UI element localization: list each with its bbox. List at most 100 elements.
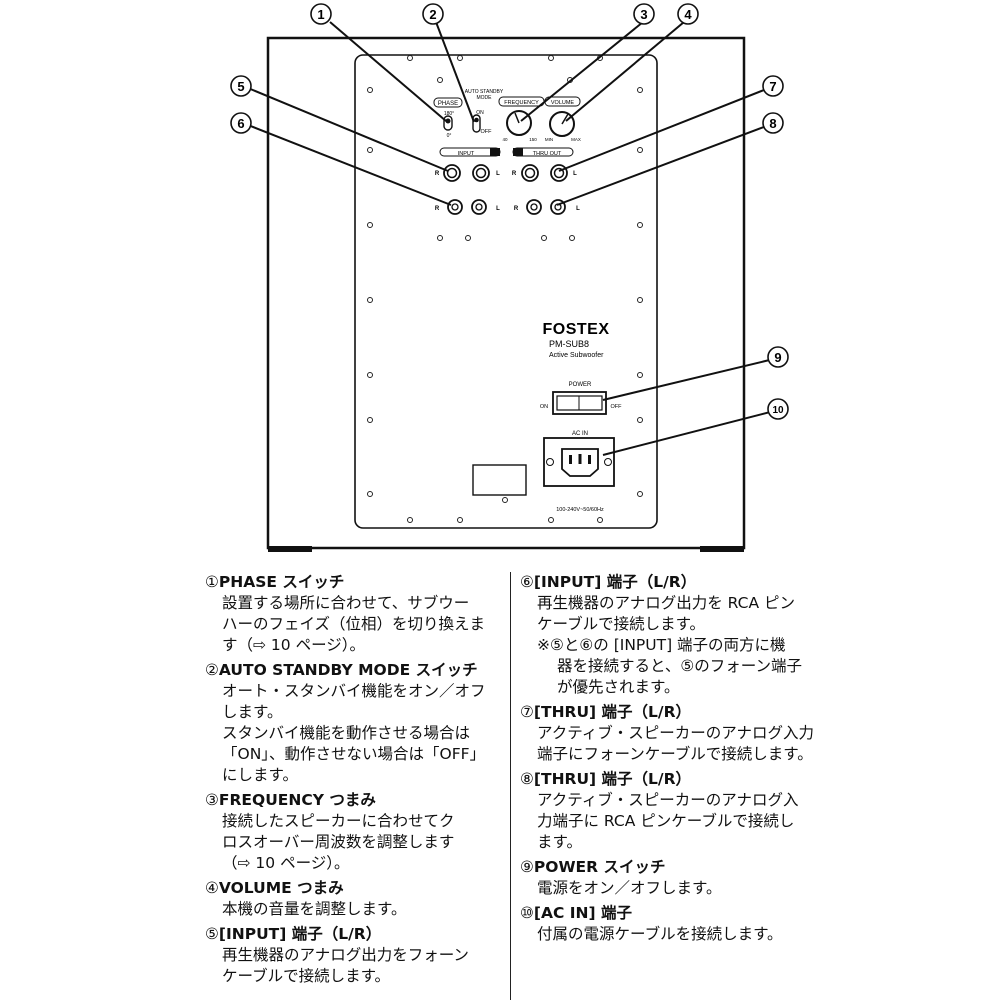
callout-1-number: 1 bbox=[317, 7, 324, 22]
description-item: ⑧[THRU] 端子（L/R）アクティブ・スピーカーのアナログ入力端子に RCA… bbox=[520, 769, 820, 853]
description-item-title: ⑧[THRU] 端子（L/R） bbox=[520, 769, 820, 790]
screw-hole bbox=[457, 55, 463, 61]
item-type: つまみ bbox=[291, 879, 344, 897]
auto-standby-mode-label: MODE bbox=[477, 95, 493, 101]
volume-label: VOLUME bbox=[551, 100, 575, 106]
description-item: ⑩[AC IN] 端子付属の電源ケーブルを接続します。 bbox=[520, 903, 820, 945]
description-note: 器を接続すると、⑤のフォーン端子 bbox=[557, 657, 803, 675]
description-note: が優先されます。 bbox=[557, 678, 680, 696]
item-number: ⑥ bbox=[520, 573, 534, 591]
description-item: ③FREQUENCY つまみ接続したスピーカーに合わせてクロスオーバー周波数を調… bbox=[205, 790, 500, 874]
description-text: アクティブ・スピーカーのアナログ入 bbox=[537, 791, 799, 809]
screw-hole bbox=[637, 297, 643, 303]
description-text: 電源をオン／オフします。 bbox=[537, 879, 722, 897]
cabinet-foot-right bbox=[700, 546, 744, 552]
model-subtitle: Active Subwoofer bbox=[549, 352, 604, 359]
ac-inlet-pin-center bbox=[578, 454, 582, 464]
ac-inlet-screw-left bbox=[546, 458, 554, 466]
frequency-knob-pointer bbox=[514, 112, 520, 124]
input-rca-r-jack-hole bbox=[451, 203, 459, 211]
item-type: 端子（L/R） bbox=[596, 770, 692, 788]
item-name: [INPUT] bbox=[533, 573, 602, 591]
volume-max-label: MAX bbox=[571, 137, 581, 142]
thru-out-label: THRU OUT bbox=[533, 151, 562, 157]
item-name: AUTO STANDBY MODE bbox=[218, 661, 411, 679]
description-text: ます。 bbox=[537, 833, 582, 851]
item-type: スイッチ bbox=[410, 661, 478, 679]
frequency-min-label: 40 bbox=[502, 137, 508, 142]
ac-inlet-screw-right bbox=[604, 458, 612, 466]
power-label: POWER bbox=[569, 382, 592, 388]
description-item-title: ③FREQUENCY つまみ bbox=[205, 790, 500, 811]
item-name: [INPUT] bbox=[218, 925, 287, 943]
item-name: [AC IN] bbox=[533, 904, 596, 922]
screw-hole bbox=[502, 497, 508, 503]
input-rca-l-jack-hole bbox=[475, 203, 483, 211]
item-name: FREQUENCY bbox=[218, 791, 324, 809]
volume-min-label: MIN bbox=[545, 137, 553, 142]
description-item: ②AUTO STANDBY MODE スイッチオート・スタンバイ機能をオン／オフ… bbox=[205, 660, 500, 786]
callout-5-circle bbox=[230, 75, 252, 97]
item-name: PHASE bbox=[218, 573, 277, 591]
callout-3-circle bbox=[633, 3, 655, 25]
screw-holes bbox=[367, 55, 643, 523]
label-sticker bbox=[472, 464, 527, 496]
screw-hole bbox=[465, 235, 471, 241]
item-name: POWER bbox=[533, 858, 599, 876]
screw-hole bbox=[407, 517, 413, 523]
callout-markers: 1 2 3 4 5 6 7 8 9 10 bbox=[230, 3, 789, 420]
description-item: ⑦[THRU] 端子（L/R）アクティブ・スピーカーのアナログ入力端子にフォーン… bbox=[520, 702, 820, 765]
screw-hole bbox=[367, 222, 373, 228]
item-name: VOLUME bbox=[218, 879, 292, 897]
brand-logo: FOSTEX bbox=[542, 321, 609, 338]
item-type: 端子（L/R） bbox=[601, 573, 697, 591]
callout-7-number: 7 bbox=[769, 79, 776, 94]
input-label: INPUT bbox=[458, 151, 475, 157]
callout-6-number: 6 bbox=[237, 116, 244, 131]
description-text: スタンバイ機能を動作させる場合は bbox=[222, 724, 471, 742]
screw-hole bbox=[548, 517, 554, 523]
description-item-title: ⑨POWER スイッチ bbox=[520, 857, 820, 878]
callout-9-circle bbox=[767, 346, 789, 368]
power-off-label: OFF bbox=[611, 404, 623, 410]
phase-switch-lever bbox=[445, 118, 451, 124]
item-name: [THRU] bbox=[533, 703, 597, 721]
screw-hole bbox=[437, 77, 443, 83]
item-number: ② bbox=[205, 661, 219, 679]
description-text: 再生機器のアナログ出力をフォーン bbox=[222, 946, 469, 964]
callout-7-circle bbox=[762, 75, 784, 97]
callout-6-circle bbox=[230, 112, 252, 134]
item-number: ⑨ bbox=[520, 858, 534, 876]
item-type: 端子 bbox=[595, 904, 632, 922]
model-name: PM-SUB8 bbox=[549, 339, 589, 349]
callout-2-circle bbox=[422, 3, 444, 25]
auto-standby-on-label: ON bbox=[476, 110, 484, 116]
thru-phone-r-jack-hole bbox=[524, 167, 536, 179]
callout-5-number: 5 bbox=[237, 79, 244, 94]
item-number: ⑦ bbox=[520, 703, 534, 721]
description-column-right: ⑥[INPUT] 端子（L/R）再生機器のアナログ出力を RCA ピンケーブルで… bbox=[520, 572, 820, 949]
callout-10-circle bbox=[767, 398, 789, 420]
description-item-title: ⑤[INPUT] 端子（L/R） bbox=[205, 924, 500, 945]
callout-9-number: 9 bbox=[774, 350, 781, 365]
description-text: 力端子に RCA ピンケーブルで接続し bbox=[537, 812, 795, 830]
screw-hole bbox=[407, 55, 413, 61]
item-number: ⑤ bbox=[205, 925, 219, 943]
thru-rca-r-jack-hole bbox=[530, 203, 538, 211]
description-text: ケーブルで接続します。 bbox=[537, 615, 706, 633]
item-type: 端子（L/R） bbox=[596, 703, 692, 721]
ac-inlet-pin-left bbox=[569, 455, 572, 464]
description-text: にします。 bbox=[222, 766, 298, 784]
auto-standby-switch[interactable] bbox=[472, 114, 481, 133]
description-text: アクティブ・スピーカーのアナログ入力 bbox=[537, 724, 814, 742]
callout-2-number: 2 bbox=[429, 7, 436, 22]
description-text: 「ON」、動作させない場合は「OFF」 bbox=[222, 745, 486, 763]
description-text: ロスオーバー周波数を調整します bbox=[222, 833, 455, 851]
phase-label-box bbox=[433, 97, 463, 108]
input-phone-r-label: R bbox=[435, 171, 440, 177]
item-type: 端子（L/R） bbox=[286, 925, 382, 943]
phase-0-label: 0° bbox=[447, 133, 452, 139]
description-text: ハーのフェイズ（位相）を切り換えま bbox=[222, 615, 486, 633]
item-number: ⑩ bbox=[520, 904, 534, 922]
description-item-title: ④VOLUME つまみ bbox=[205, 878, 500, 899]
